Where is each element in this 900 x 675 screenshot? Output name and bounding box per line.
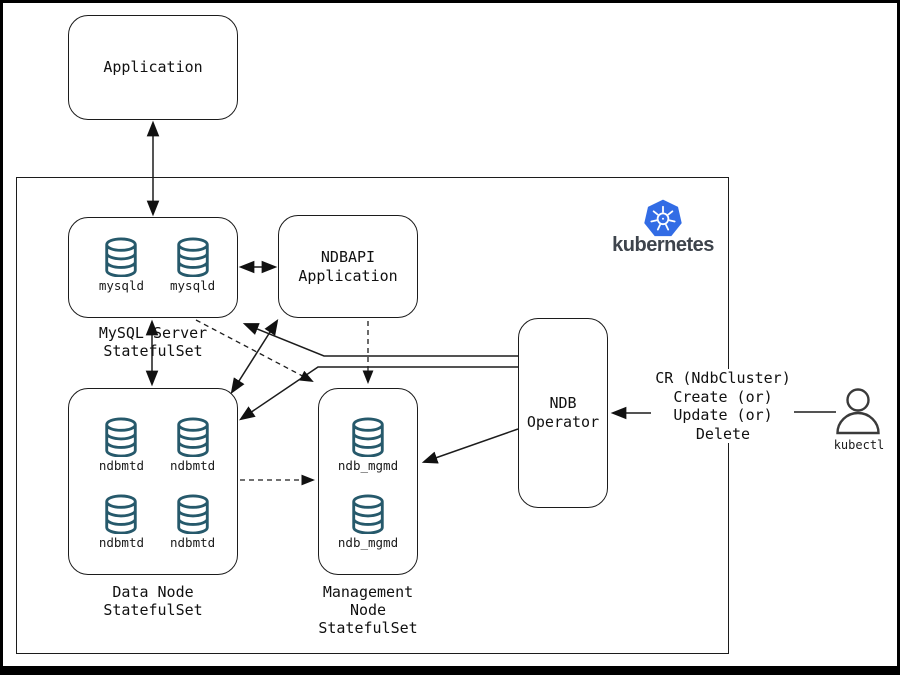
pod-label: mysqld (98, 278, 144, 293)
data-node-statefulset-caption: Data Node StatefulSet (103, 583, 203, 619)
database-icon (176, 237, 209, 277)
pod-ndbmtd-1: ndbmtd (99, 417, 144, 473)
database-icon (105, 494, 138, 534)
database-icon (352, 417, 384, 457)
ndbapi-label: NDBAPI Application (298, 247, 398, 285)
pod-row: ndbmtd ndbmtd (69, 417, 237, 473)
pod-label: mysqld (170, 278, 216, 293)
database-icon (105, 417, 138, 457)
management-node-statefulset-box: ndb_mgmd ndb_mgmd (318, 388, 418, 575)
pod-label: ndbmtd (170, 458, 216, 473)
user-icon (836, 388, 880, 435)
kubernetes-wordmark: kubernetes (612, 234, 714, 256)
mysql-statefulset-caption: MySQL Server StatefulSet (98, 324, 208, 360)
application-label: Application (103, 58, 203, 76)
ndb-operator-label: NDB Operator (526, 394, 600, 431)
management-node-statefulset-caption: Management Node StatefulSet (318, 583, 418, 637)
pod-label: ndb_mgmd (337, 458, 399, 473)
pod-mysqld-1: mysqld (99, 237, 144, 317)
pod-label: ndbmtd (98, 535, 144, 550)
mysql-server-statefulset-box: mysqld mysqld (68, 217, 238, 318)
pod-label: ndbmtd (98, 458, 144, 473)
pod-ndbmtd-4: ndbmtd (170, 494, 215, 550)
database-icon (105, 237, 138, 277)
ndbapi-application-box: NDBAPI Application (278, 215, 418, 318)
kubernetes-icon (644, 199, 682, 237)
k8s-helm-wheel (650, 205, 676, 231)
database-icon (352, 494, 384, 534)
pod-label: ndb_mgmd (337, 535, 399, 550)
pod-ndb-mgmd-2: ndb_mgmd (338, 494, 398, 550)
kubectl-label: kubectl (833, 438, 885, 452)
cr-ndbcluster-annotation: CR (NdbCluster) Create (or) Update (or) … (648, 369, 798, 443)
pod-ndbmtd-2: ndbmtd (170, 417, 215, 473)
pod-mysqld-2: mysqld (170, 237, 215, 317)
pod-ndb-mgmd-1: ndb_mgmd (338, 417, 398, 473)
pod-ndbmtd-3: ndbmtd (99, 494, 144, 550)
ndb-operator-box: NDB Operator (518, 318, 608, 508)
database-icon (176, 494, 209, 534)
application-box: Application (68, 15, 238, 120)
data-node-statefulset-box: ndbmtd ndbmtd ndbmtd ndbmtd (68, 388, 238, 575)
database-icon (176, 417, 209, 457)
pod-row: ndbmtd ndbmtd (69, 494, 237, 550)
pod-label: ndbmtd (170, 535, 216, 550)
